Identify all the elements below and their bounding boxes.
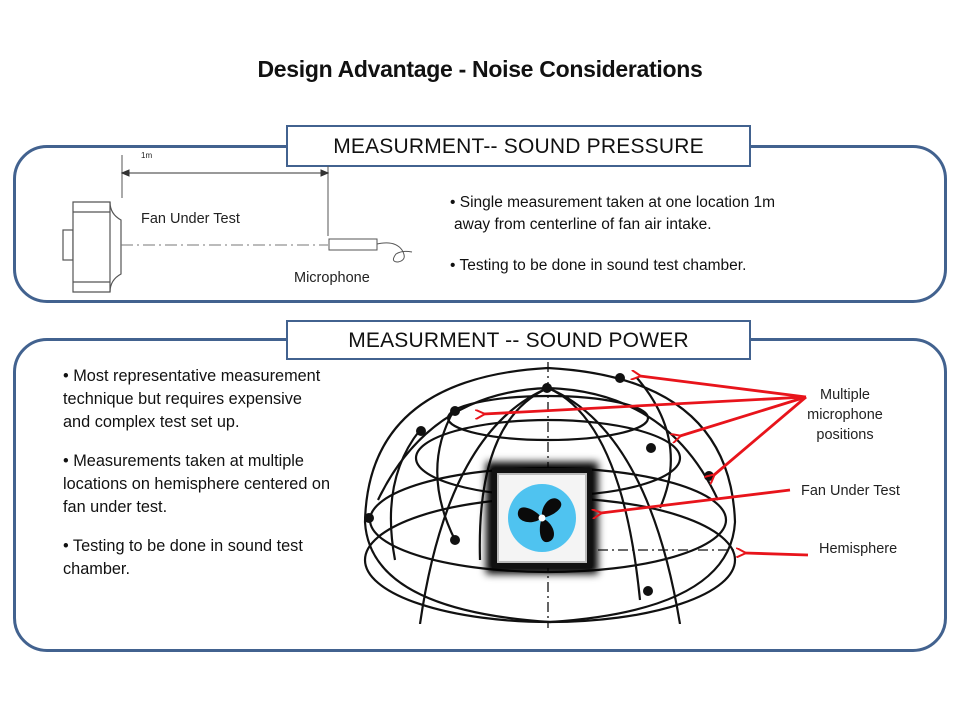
- callout-arrows: [484, 376, 809, 555]
- label-line: Multiple: [820, 387, 870, 403]
- fan-housing-icon: [62, 201, 122, 293]
- mic-dot: [364, 513, 374, 523]
- mic-dot: [646, 443, 656, 453]
- microphone-positions: [364, 373, 714, 596]
- arrow-fan: [601, 488, 791, 513]
- sound-power-bullet: • Most representative measurement techni…: [63, 367, 321, 431]
- mic-dot: [643, 586, 653, 596]
- sound-power-bullets: • Most representative measurement techni…: [63, 365, 333, 597]
- bullet-line: away from centerline of fan air intake.: [454, 216, 712, 233]
- multiple-mic-positions-label: Multiple microphone positions: [800, 385, 890, 445]
- sound-pressure-bullet-2: • Testing to be done in sound test chamb…: [450, 257, 747, 274]
- sound-pressure-panel: [13, 145, 947, 303]
- arrow-mic-2: [484, 395, 807, 414]
- fan-under-test-label: Fan Under Test: [141, 211, 240, 227]
- sound-pressure-bullet-1: • Single measurement taken at one locati…: [450, 192, 775, 236]
- label-line: microphone: [807, 407, 883, 423]
- microphone-label: Microphone: [294, 270, 370, 286]
- arrow-mic-4: [714, 395, 807, 475]
- page-title: Design Advantage - Noise Considerations: [257, 56, 703, 82]
- mic-dot: [704, 471, 714, 481]
- fan-icon: [486, 462, 598, 574]
- dimension-line: [120, 169, 330, 177]
- distance-label: 1m: [141, 151, 153, 160]
- fan-under-test-label-2: Fan Under Test: [801, 483, 900, 499]
- mic-dot: [416, 426, 426, 436]
- label-line: positions: [816, 427, 874, 443]
- sound-power-bullet: • Measurements taken at multiple locatio…: [63, 452, 331, 516]
- sound-power-panel: [13, 338, 947, 652]
- mic-dot: [450, 535, 460, 545]
- mic-dot: [615, 373, 625, 383]
- mic-dot: [542, 383, 552, 393]
- microphone-icon: [328, 238, 413, 263]
- hemisphere-label: Hemisphere: [819, 541, 898, 557]
- sound-pressure-header: MEASURMENT-- SOUND PRESSURE: [286, 125, 751, 167]
- mic-dot: [450, 406, 460, 416]
- arrow-mic-3: [680, 395, 807, 436]
- arrow-mic-1: [640, 376, 807, 399]
- arrow-hemisphere: [745, 553, 809, 555]
- sound-power-header: MEASURMENT -- SOUND POWER: [286, 320, 751, 360]
- sound-power-bullet: • Testing to be done in sound test chamb…: [63, 537, 303, 578]
- bullet-line: • Single measurement taken at one locati…: [450, 194, 776, 211]
